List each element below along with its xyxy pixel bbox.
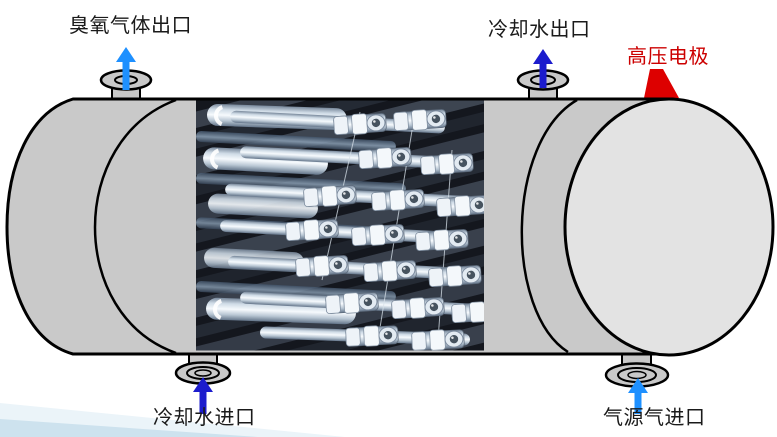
tank-left-head-seam [93,98,177,355]
gas-inlet-flange [604,362,670,388]
label-cooling-water-inlet: 冷却水进口 [153,405,256,429]
corner-wedge-dark [0,419,258,437]
tube-bundle-photo [196,100,484,351]
tank-right-head-seam [520,98,578,354]
label-gas-source-inlet: 气源气进口 [603,405,706,429]
label-ozone-gas-outlet: 臭氧气体出口 [69,13,192,37]
cooling-water-outlet-arrow-icon [533,49,553,88]
cooling-water-inlet-arrow-icon [193,377,213,414]
ozone-outlet-arrow-icon [116,47,136,90]
tank-end-face [563,97,775,357]
label-cooling-water-outlet: 冷却水出口 [488,17,591,41]
gas-inlet-arrow-icon [628,378,648,414]
high-voltage-electrode-shape [644,69,679,98]
label-high-voltage-electrode: 高压电极 [627,44,709,68]
cooling-water-inlet-flange [174,361,232,385]
